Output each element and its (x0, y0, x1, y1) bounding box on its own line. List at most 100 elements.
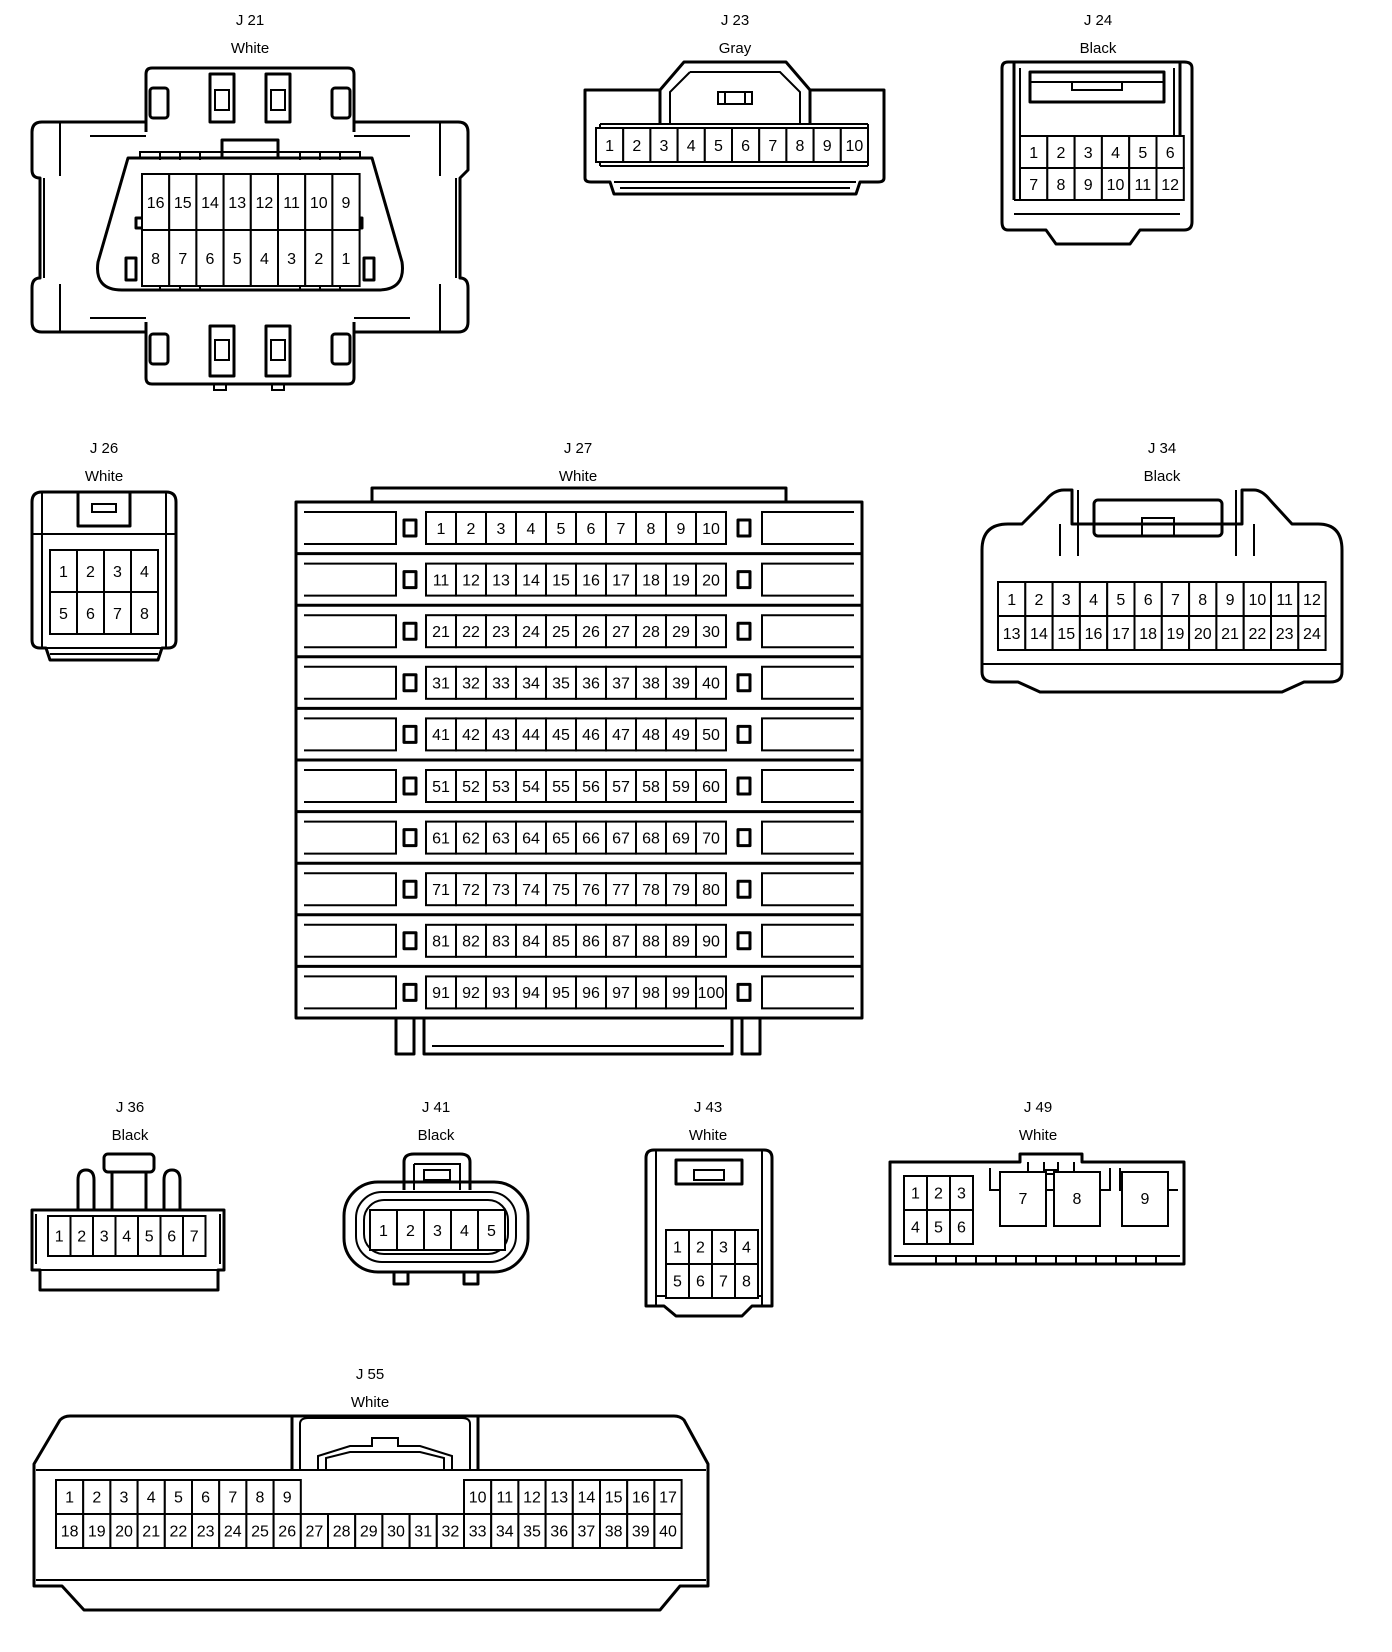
pin-cell (455, 769, 487, 803)
pin-number: 9 (823, 138, 832, 155)
pin-number: 84 (522, 934, 540, 951)
pin-number: 2 (77, 1228, 86, 1245)
pin-cell (695, 665, 727, 700)
pin-number: 56 (582, 779, 600, 796)
pin-number: 24 (224, 1523, 242, 1540)
pin-number: 23 (1276, 626, 1294, 643)
pin-cell (1155, 167, 1185, 201)
pin-number: 2 (696, 1239, 705, 1256)
pin-cell (55, 1513, 85, 1549)
pin-number: 34 (496, 1523, 514, 1540)
pin-number: 1 (673, 1239, 682, 1256)
pin-number: 6 (201, 1489, 210, 1506)
pin-cell (695, 923, 727, 958)
pin-number: 20 (702, 572, 720, 589)
pin-number: 13 (1003, 626, 1021, 643)
pin-number: 4 (911, 1219, 920, 1236)
pin-cell (304, 173, 334, 231)
pin-number: 26 (278, 1523, 296, 1540)
pin-number: 8 (1198, 592, 1207, 609)
pin-cell (665, 872, 697, 907)
pin-cell (839, 127, 869, 163)
pin-number: 9 (1084, 177, 1093, 194)
pin-number: 51 (432, 779, 450, 796)
pin-number: 36 (550, 1523, 568, 1540)
pin-cell (425, 975, 457, 1010)
connector-id: J 23 (721, 12, 749, 29)
pin-number: 83 (492, 934, 510, 951)
pin-number: 23 (197, 1523, 215, 1540)
pin-cell (812, 127, 842, 163)
pin-number: 12 (1161, 177, 1179, 194)
connector-color: White (231, 40, 269, 57)
pin-cell (327, 1513, 357, 1549)
pin-cell (695, 562, 727, 597)
pin-cell (695, 769, 727, 803)
pin-number: 29 (672, 624, 690, 641)
pin-number: 31 (414, 1523, 432, 1540)
housing (583, 60, 886, 196)
pin-cell (477, 1209, 506, 1251)
pin-number: 2 (1034, 592, 1043, 609)
pin-number: 21 (1221, 626, 1239, 643)
pin-cell (191, 1479, 221, 1515)
pin-number: 10 (1107, 177, 1125, 194)
pin-number: 35 (523, 1523, 541, 1540)
pin-cell (515, 511, 547, 545)
pin-number: 1 (437, 521, 446, 538)
pin-number: 4 (460, 1223, 469, 1240)
housing (342, 1152, 530, 1286)
pin-number: 10 (1248, 592, 1266, 609)
pin-number: 8 (796, 138, 805, 155)
housing (1000, 60, 1194, 246)
pin-cell (695, 717, 727, 752)
pin-number: 1 (55, 1228, 64, 1245)
pin-number: 28 (642, 624, 660, 641)
pin-cell (485, 717, 517, 752)
pin-cell (103, 549, 132, 593)
pin-number: 18 (642, 572, 660, 589)
pin-number: 1 (1029, 145, 1038, 162)
pin-number: 9 (677, 521, 686, 538)
connector-color: Black (1080, 40, 1117, 57)
pin-cell (997, 615, 1027, 651)
pin-number: 81 (432, 934, 450, 951)
connector-id: J 49 (1024, 1099, 1052, 1116)
pin-number: 18 (61, 1523, 79, 1540)
pin-number: 16 (632, 1489, 650, 1506)
pin-number: 18 (1139, 626, 1157, 643)
pin-cell (76, 591, 105, 635)
pin-number: 66 (582, 830, 600, 847)
pin-number: 5 (714, 138, 723, 155)
pin-number: 7 (1029, 177, 1038, 194)
pin-number: 11 (433, 572, 450, 589)
pin-number: 50 (702, 727, 720, 744)
pin-number: 5 (59, 606, 68, 623)
pin-number: 90 (702, 934, 720, 951)
connector-j21: J 21 White (30, 12, 470, 391)
pin-cell (517, 1513, 547, 1549)
pin-number: 67 (612, 830, 630, 847)
pin-number: 45 (552, 727, 570, 744)
pin-number: 88 (642, 934, 660, 951)
pin-number: 17 (612, 572, 630, 589)
pin-number: 9 (283, 1489, 292, 1506)
pin-cell (605, 562, 637, 597)
pin-number: 92 (462, 985, 480, 1002)
pin-number: 96 (582, 985, 600, 1002)
pin-number: 2 (934, 1185, 943, 1202)
pin-cell (455, 872, 487, 907)
pin-number: 58 (642, 779, 660, 796)
housing (30, 66, 470, 391)
pin-number: 32 (442, 1523, 460, 1540)
pin-number: 25 (251, 1523, 269, 1540)
pin-cell (649, 127, 679, 163)
pin-number: 30 (702, 624, 720, 641)
pin-number: 93 (492, 985, 510, 1002)
pin-cell (1270, 615, 1300, 651)
pin-number: 4 (147, 1489, 156, 1506)
